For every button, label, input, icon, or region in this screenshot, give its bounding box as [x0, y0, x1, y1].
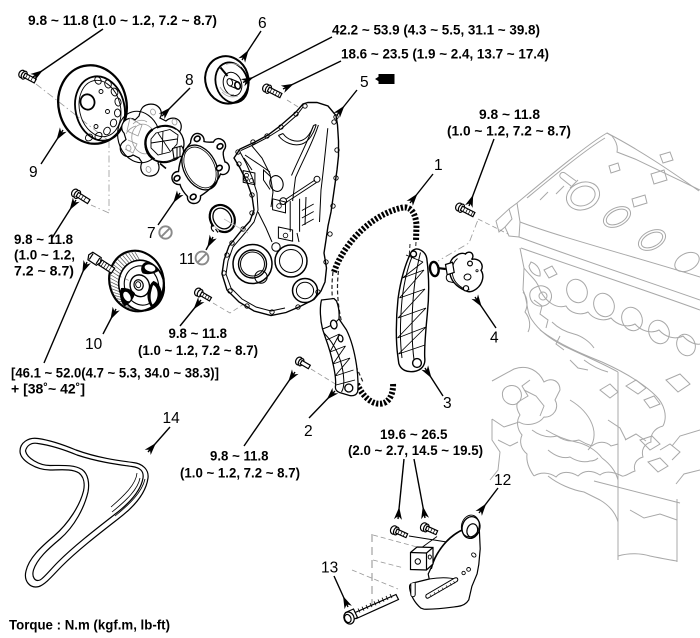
svg-text:42.2 ~ 53.9 (4.3 ~ 5.5, 31.1 ~: 42.2 ~ 53.9 (4.3 ~ 5.5, 31.1 ~ 39.8) — [332, 23, 540, 38]
svg-text:14: 14 — [163, 410, 181, 427]
svg-text:9.8 ~ 11.8: 9.8 ~ 11.8 — [210, 449, 269, 464]
svg-text:9: 9 — [29, 164, 38, 181]
svg-text:11: 11 — [179, 251, 195, 268]
svg-text:2: 2 — [304, 423, 313, 440]
svg-text:9.8 ~ 11.8: 9.8 ~ 11.8 — [479, 107, 540, 122]
svg-text:4: 4 — [490, 330, 499, 347]
svg-text:13: 13 — [321, 560, 338, 577]
svg-text:(1.0 ~ 1.2, 7.2 ~ 8.7): (1.0 ~ 1.2, 7.2 ~ 8.7) — [447, 124, 571, 139]
svg-text:9.8 ~ 11.8: 9.8 ~ 11.8 — [169, 326, 228, 341]
svg-text:(1.0 ~ 1.2, 7.2 ~ 8.7): (1.0 ~ 1.2, 7.2 ~ 8.7) — [138, 343, 258, 358]
svg-text:Torque : N.m (kgf.m, lb-ft): Torque : N.m (kgf.m, lb-ft) — [9, 618, 170, 633]
svg-text:(2.0 ~ 2.7, 14.5 ~ 19.5): (2.0 ~ 2.7, 14.5 ~ 19.5) — [348, 443, 483, 458]
svg-text:8: 8 — [185, 72, 194, 89]
svg-text:(1.0 ~ 1.2,: (1.0 ~ 1.2, — [14, 248, 75, 263]
svg-text:5: 5 — [360, 74, 369, 91]
svg-text:1: 1 — [434, 157, 443, 174]
svg-text:SEALANT: SEALANT — [380, 78, 394, 83]
svg-text:(1.0 ~ 1.2, 7.2 ~ 8.7): (1.0 ~ 1.2, 7.2 ~ 8.7) — [180, 466, 300, 481]
svg-text:3: 3 — [443, 395, 452, 412]
svg-text:7: 7 — [147, 225, 156, 242]
svg-text:6: 6 — [258, 15, 267, 32]
svg-text:9.8 ~ 11.8 (1.0 ~ 1.2, 7.2 ~ 8: 9.8 ~ 11.8 (1.0 ~ 1.2, 7.2 ~ 8.7) — [28, 13, 217, 28]
svg-text:12: 12 — [494, 472, 511, 489]
svg-text:18.6 ~ 23.5 (1.9 ~ 2.4, 13.7 ~: 18.6 ~ 23.5 (1.9 ~ 2.4, 13.7 ~ 17.4) — [341, 47, 549, 62]
svg-text:[46.1 ~ 52.0(4.7 ~ 5.3, 34.0 ~: [46.1 ~ 52.0(4.7 ~ 5.3, 34.0 ~ 38.3)] — [11, 366, 219, 381]
svg-text:10: 10 — [85, 336, 103, 353]
svg-text:7.2 ~ 8.7): 7.2 ~ 8.7) — [14, 264, 74, 279]
svg-text:9.8 ~ 11.8: 9.8 ~ 11.8 — [14, 232, 73, 247]
svg-text:19.6 ~ 26.5: 19.6 ~ 26.5 — [380, 427, 448, 442]
svg-text:+ [38˚~ 42˚]: + [38˚~ 42˚] — [11, 382, 85, 397]
